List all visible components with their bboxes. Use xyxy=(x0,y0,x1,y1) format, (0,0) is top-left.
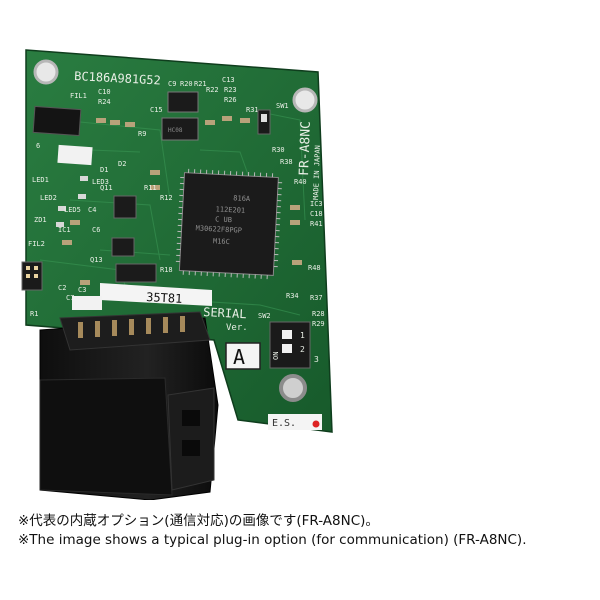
ref-r28: R28 xyxy=(312,310,325,318)
ref-c18: C18 xyxy=(310,210,323,218)
ref-c4: C4 xyxy=(88,206,96,214)
ic-small-3 xyxy=(115,263,157,283)
ref-r48: R48 xyxy=(308,264,321,272)
ref-r20: R20 xyxy=(180,80,193,88)
ref-c3: C3 xyxy=(78,286,86,294)
ic-q11 xyxy=(113,195,137,219)
es-dot xyxy=(312,420,320,428)
leds xyxy=(56,176,88,227)
chip-code: 112E201 xyxy=(215,205,245,215)
product-photo: BC186A981G52 816A 112E201 C UB M30622F8P… xyxy=(21,49,333,501)
main-microcontroller: 816A 112E201 C UB M30622F8PGP M16C xyxy=(175,168,283,280)
ref-sw2: SW2 xyxy=(258,312,271,320)
es-label: E.S. xyxy=(272,418,296,429)
filter-component xyxy=(32,105,82,137)
serial-label: SERIAL xyxy=(203,305,247,321)
ref-r30: R30 xyxy=(272,146,285,154)
mounting-hole xyxy=(33,59,59,85)
ref-c7: C7 xyxy=(66,294,74,302)
es-label-bg xyxy=(268,414,322,430)
ref-led5: LED5 xyxy=(64,206,81,214)
ref-r31: R31 xyxy=(246,106,259,114)
version-letter: A xyxy=(233,345,245,369)
ref-r38: R38 xyxy=(280,158,293,166)
ref-c5: C6 xyxy=(92,226,100,234)
ic-label: HC08 xyxy=(168,127,183,134)
ref-fil2: FIL2 xyxy=(28,240,45,248)
ref-r29: R29 xyxy=(312,320,325,328)
white-pad xyxy=(57,144,93,166)
caption-english: ※The image shows a typical plug-in optio… xyxy=(18,532,527,548)
dip-3: 3 xyxy=(314,355,319,364)
pcb-board xyxy=(25,49,333,433)
dip-lever xyxy=(282,344,292,353)
header-pins xyxy=(26,266,38,278)
ref-r40: R40 xyxy=(294,178,307,186)
ref-zd1: ZD1 xyxy=(34,216,47,224)
made-in: MADE IN JAPAN xyxy=(312,145,322,200)
ref-led1: LED1 xyxy=(32,176,49,184)
chip-lot: 816A xyxy=(233,194,251,203)
ref-q11: Q11 xyxy=(100,184,113,192)
version-box xyxy=(225,342,261,370)
serial-number: 35T81 xyxy=(146,290,183,306)
dip-1: 1 xyxy=(300,331,305,340)
ref-r12: R12 xyxy=(160,194,173,202)
ref-r1: R1 xyxy=(30,310,38,318)
ref-led2: LED2 xyxy=(40,194,57,202)
ref-six: 6 xyxy=(36,142,40,150)
ref-r21: R21 xyxy=(194,80,207,88)
ref-c15: C15 xyxy=(150,106,163,114)
dip-lever xyxy=(282,330,292,339)
ref-fil1: FIL1 xyxy=(70,92,87,100)
ref-sw1: SW1 xyxy=(276,102,289,110)
ver-label: Ver. xyxy=(226,323,248,333)
ref-c2: C2 xyxy=(58,284,66,292)
ic-q13 xyxy=(111,237,135,257)
model-vertical: FR-A8NC xyxy=(297,121,314,176)
pin-header xyxy=(21,261,43,291)
passive-components xyxy=(62,116,302,285)
ref-r26: R26 xyxy=(224,96,237,104)
ic-top-2 xyxy=(161,117,199,141)
ref-r23: R23 xyxy=(224,86,237,94)
ref-r9: R9 xyxy=(138,130,146,138)
chip-main: M16C xyxy=(213,237,230,246)
ref-ic1: IC1 xyxy=(58,226,71,234)
ref-r34: R34 xyxy=(286,292,299,300)
chip-ub: C UB xyxy=(215,215,232,224)
ref-c9: C9 xyxy=(168,80,176,88)
caption-japanese: ※代表の内蔵オプション(通信対応)の画像です(FR-A8NC)。 xyxy=(18,513,379,529)
ref-r24: R24 xyxy=(98,98,111,106)
mounting-hole xyxy=(292,87,318,113)
ref-c10: C10 xyxy=(98,88,111,96)
ref-q13: Q13 xyxy=(90,256,103,264)
white-pad-2 xyxy=(72,296,102,310)
dip-2: 2 xyxy=(300,345,305,354)
dip-on: ON xyxy=(272,352,280,360)
mounting-hole xyxy=(279,374,307,402)
chip-part: M30622F8PGP xyxy=(195,224,242,234)
ic-top xyxy=(167,91,199,113)
board-id: BC186A981G52 xyxy=(74,69,161,88)
ref-r22: R22 xyxy=(206,86,219,94)
board-connector xyxy=(39,311,219,501)
ref-r41: R41 xyxy=(310,220,323,228)
ref-ic3: IC3 xyxy=(310,200,323,208)
ref-led3: LED3 xyxy=(92,178,109,186)
ref-d1: D1 xyxy=(100,166,108,174)
ref-c13: C13 xyxy=(222,76,235,84)
ref-r18: R18 xyxy=(160,266,173,274)
sw1-knob xyxy=(261,114,267,122)
ref-r37: R37 xyxy=(310,294,323,302)
ref-d2: D2 xyxy=(118,160,126,168)
pcb-illustration: BC186A981G52 816A 112E201 C UB M30622F8P… xyxy=(21,49,333,501)
ref-r11: R11 xyxy=(144,184,157,192)
serial-label-bg xyxy=(100,283,212,306)
